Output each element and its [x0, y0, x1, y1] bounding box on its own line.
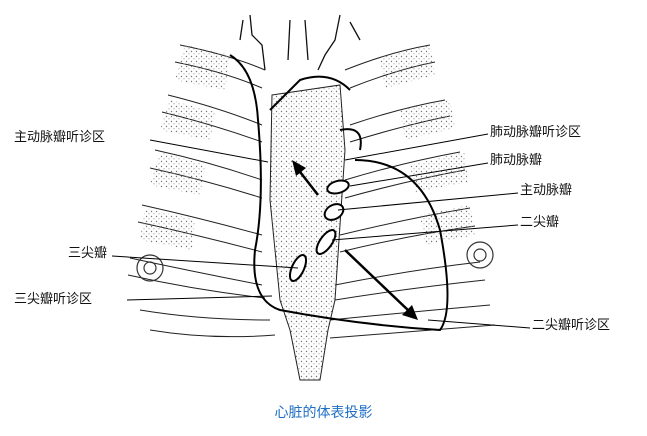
flow-arrows: [292, 160, 418, 320]
heart-surface-projection-diagram: [111, 14, 531, 381]
figure-caption: 心脏的体表投影: [274, 405, 373, 421]
rib-cartilage-stipple: [140, 45, 475, 250]
label-pulmonary-valve: 肺动脉瓣: [490, 153, 543, 168]
label-tricuspid-valve: 三尖瓣: [68, 246, 108, 261]
vessels: [239, 14, 361, 71]
aortic-valve-shape: [323, 203, 345, 221]
label-tricuspid-area: 三尖瓣听诊区: [14, 292, 93, 307]
heart-outline: [229, 54, 449, 332]
label-pulmonary-area: 肺动脉瓣听诊区: [490, 125, 582, 140]
mitral-valve-shape: [315, 229, 337, 255]
label-aortic-valve: 主动脉瓣: [520, 183, 573, 198]
pulmonary-valve-shape: [326, 179, 350, 195]
valves: [288, 179, 350, 282]
leader-lines: [111, 133, 531, 329]
arrow-head-icon: [402, 305, 418, 320]
label-mitral-valve: 二尖瓣: [520, 215, 560, 230]
arrow-head-icon: [292, 160, 306, 176]
clavicle-rings: [136, 241, 494, 282]
label-mitral-area: 二尖瓣听诊区: [532, 318, 611, 333]
label-aortic-area: 主动脉瓣听诊区: [14, 130, 106, 145]
